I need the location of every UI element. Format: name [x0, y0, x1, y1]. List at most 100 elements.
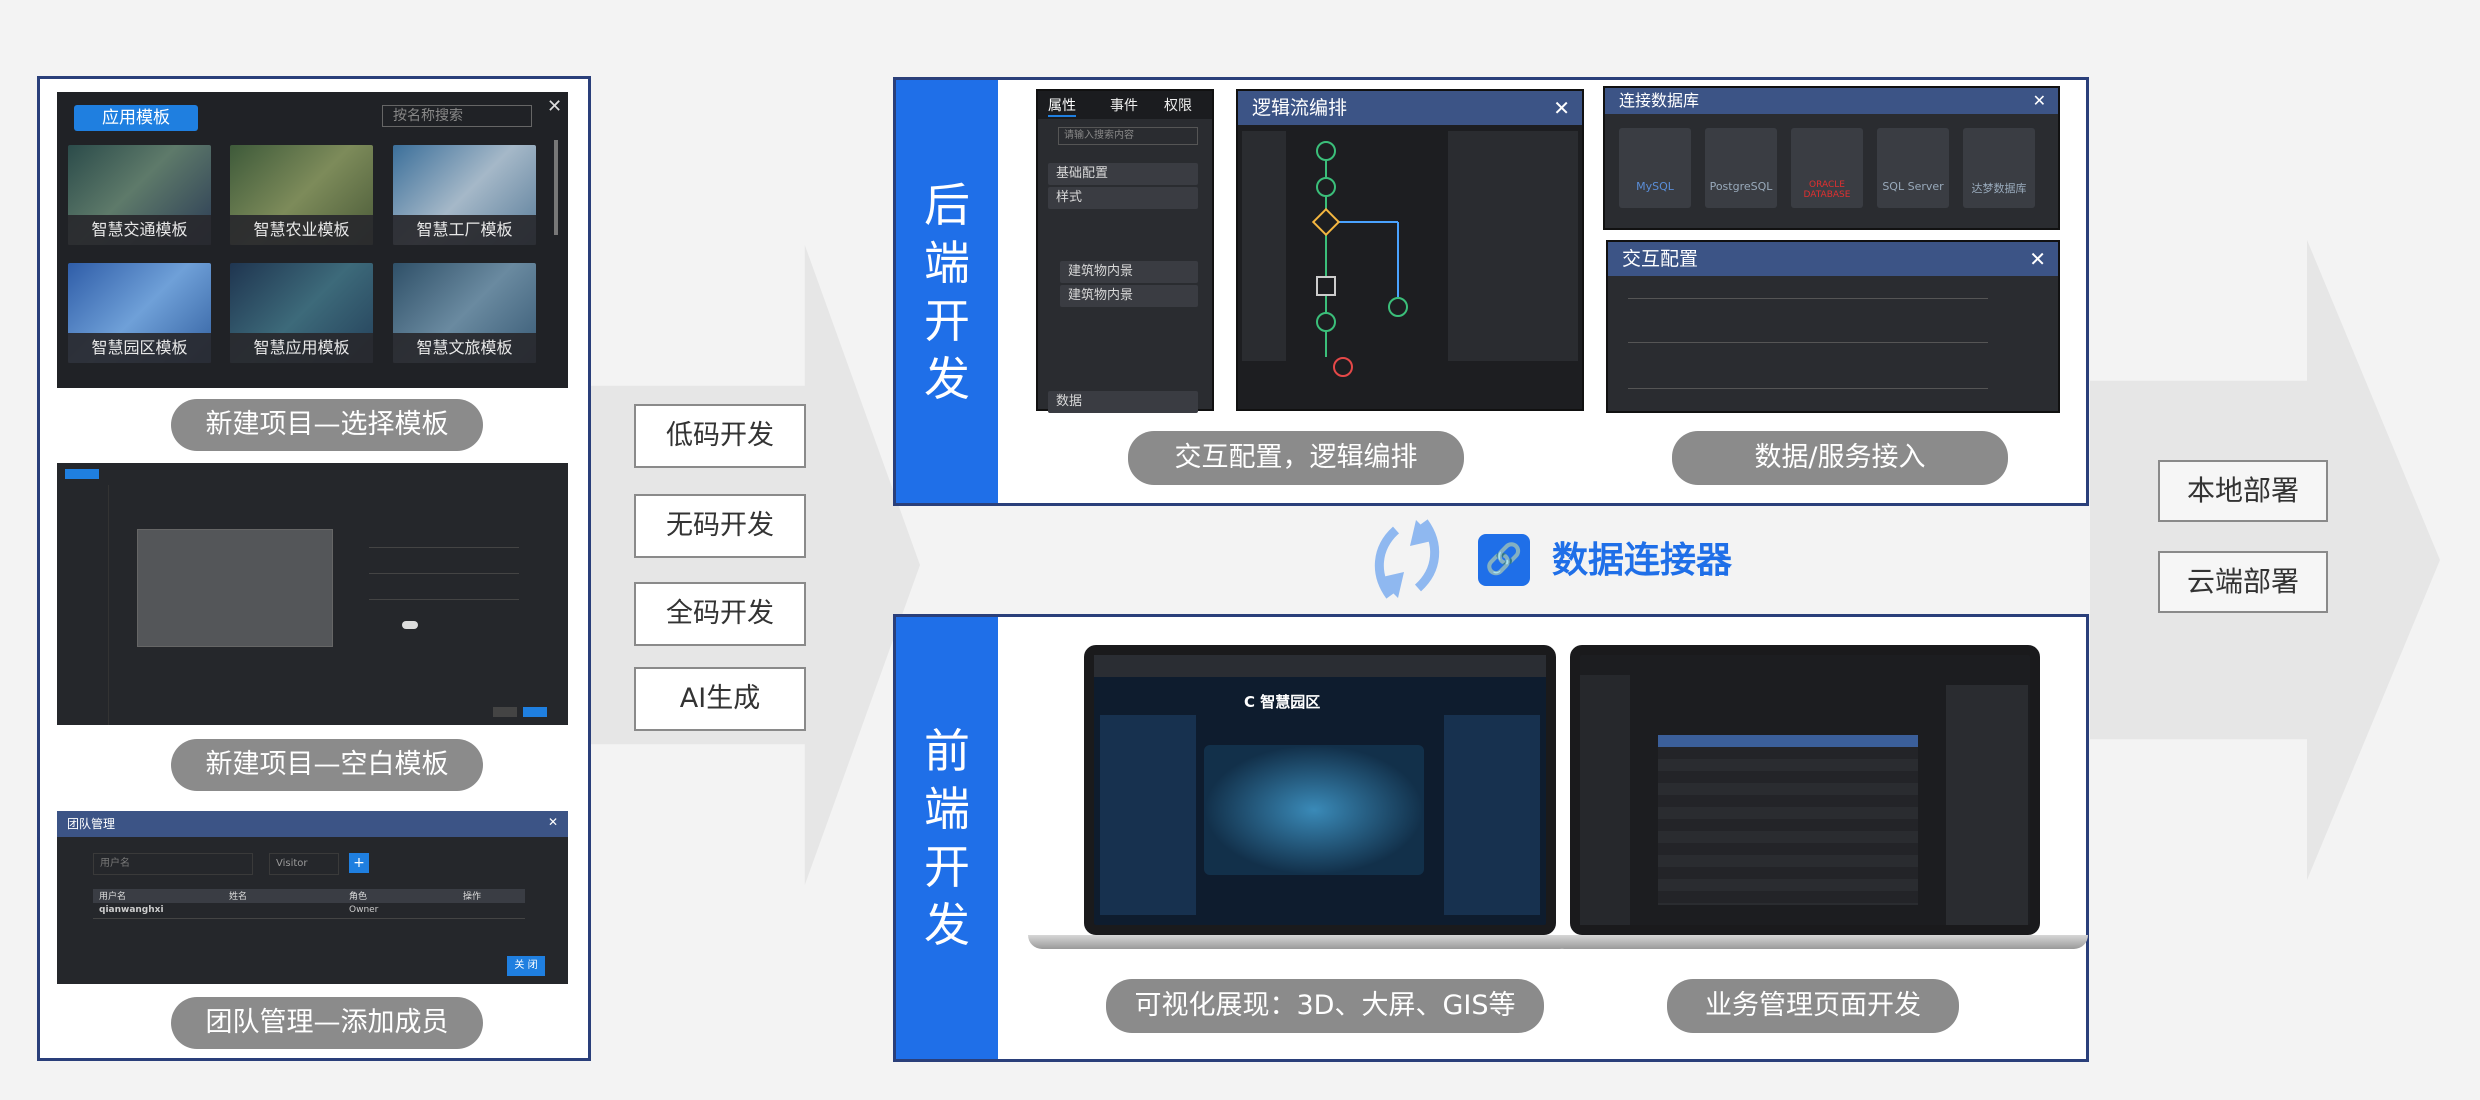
props-item[interactable]: 建筑物内景 [1060, 261, 1198, 283]
interaction-header: 交互配置 ✕ [1608, 242, 2058, 276]
mgmt-sidebar [1580, 675, 1630, 925]
team-dialog-header: 团队管理 ✕ [57, 811, 568, 837]
caption-management: 业务管理页面开发 [1667, 979, 1959, 1033]
blank-form-line [369, 573, 519, 574]
left-panel: 应用模板 按名称搜索 ✕ 智慧交通模板 智慧农业模板 智慧工厂模板 智慧园区模板… [37, 76, 591, 1061]
mgmt-props-panel [1946, 685, 2028, 925]
campus-3d-scene [1204, 745, 1424, 875]
laptop-base [1550, 935, 2088, 949]
caption-data-service: 数据/服务接入 [1672, 431, 2008, 485]
close-icon[interactable]: ✕ [2029, 247, 2046, 271]
caption-team: 团队管理—添加成员 [171, 997, 483, 1049]
frontend-section: 前 端 开 发 C 智慧园区 可视化展现：3D、大屏、GIS等 业务管理页面开发 [893, 614, 2089, 1062]
database-header: 连接数据库 ✕ [1605, 88, 2058, 114]
deploy-local: 本地部署 [2158, 460, 2328, 522]
postgresql-icon[interactable]: PostgreSQL [1705, 128, 1777, 208]
blank-template-dialog [57, 463, 568, 725]
node-list [1242, 131, 1286, 361]
team-close-button[interactable]: 关 闭 [507, 956, 545, 976]
template-tile[interactable]: 智慧农业模板 [230, 145, 373, 245]
logic-flow-panel: 逻辑流编排 ✕ [1236, 89, 1584, 411]
close-icon[interactable]: ✕ [2032, 91, 2046, 110]
blank-confirm-button[interactable] [523, 707, 547, 717]
laptop-base [1028, 935, 1574, 949]
column-header: 姓名 [229, 892, 248, 902]
mgmt-selected-row[interactable] [1658, 735, 1918, 747]
sqlserver-icon[interactable]: SQL Server [1877, 128, 1949, 208]
tab-props[interactable]: 属性 [1048, 95, 1076, 117]
interaction-panel: 交互配置 ✕ [1606, 240, 2060, 413]
laptop-visualization: C 智慧园区 [1084, 645, 1556, 935]
backend-label: 后 端 开 发 [896, 80, 998, 503]
column-header: 用户名 [99, 892, 127, 902]
template-tile[interactable]: 智慧园区模板 [68, 263, 211, 363]
sync-arrows-icon [1374, 519, 1440, 599]
laptop-management [1570, 645, 2040, 935]
scrollbar[interactable] [554, 140, 558, 235]
database-title: 连接数据库 [1619, 91, 1700, 110]
template-dialog: 应用模板 按名称搜索 ✕ 智慧交通模板 智慧农业模板 智慧工厂模板 智慧园区模板… [57, 92, 568, 388]
close-icon[interactable]: ✕ [547, 815, 558, 829]
template-tile[interactable]: 智慧工厂模板 [393, 145, 536, 245]
logic-props-panel [1448, 131, 1578, 361]
data-connector-label: 数据连接器 [1552, 540, 1733, 581]
mode-nocode: 无码开发 [634, 494, 806, 558]
props-item[interactable]: 建筑物内景 [1060, 285, 1198, 307]
cell-role: Owner [349, 905, 379, 915]
frontend-label: 前 端 开 发 [896, 617, 998, 1059]
props-search-input[interactable]: 请输入搜索内容 [1058, 127, 1198, 145]
deploy-cloud: 云端部署 [2158, 551, 2328, 613]
props-panel: 属性 事件 权限 请输入搜索内容 基础配置 样式 建筑物内景 建筑物内景 数据 [1036, 89, 1214, 413]
tab-events[interactable]: 事件 [1110, 98, 1138, 114]
caption-select-template: 新建项目—选择模板 [171, 399, 483, 451]
caption-visualization: 可视化展现：3D、大屏、GIS等 [1106, 979, 1544, 1033]
user-name-input[interactable]: 用户名 [93, 853, 253, 875]
browser-bar [1094, 655, 1546, 677]
template-tile[interactable]: 智慧交通模板 [68, 145, 211, 245]
blank-dialog-tab[interactable] [65, 469, 99, 479]
table-row[interactable]: qianwanghxi Owner [93, 905, 525, 919]
team-dialog-title: 团队管理 [67, 817, 116, 831]
role-select[interactable]: Visitor [269, 853, 339, 875]
backend-section: 后 端 开 发 属性 事件 权限 请输入搜索内容 基础配置 样式 建筑物内景 建… [893, 77, 2089, 506]
template-search-input[interactable]: 按名称搜索 [382, 105, 532, 127]
tab-permissions[interactable]: 权限 [1164, 98, 1192, 114]
props-item[interactable]: 数据 [1048, 391, 1198, 413]
close-icon[interactable]: ✕ [1553, 96, 1570, 120]
template-title-button[interactable]: 应用模板 [74, 105, 198, 131]
mgmt-table [1658, 735, 1918, 905]
link-icon: 🔗 [1478, 534, 1530, 586]
interaction-title: 交互配置 [1622, 248, 1699, 270]
mode-lowcode: 低码开发 [634, 404, 806, 468]
add-member-button[interactable]: + [349, 853, 369, 873]
blank-preview [137, 529, 333, 647]
column-header: 操作 [463, 892, 482, 902]
props-tabs: 属性 事件 权限 [1038, 91, 1212, 119]
blank-cancel-button[interactable] [493, 707, 517, 717]
caption-interaction-logic: 交互配置，逻辑编排 [1128, 431, 1464, 485]
left-flow-arrow [560, 245, 920, 885]
props-item[interactable]: 基础配置 [1048, 163, 1198, 185]
dameng-icon[interactable]: 达梦数据库 [1963, 128, 2035, 208]
logic-flow-graph [1311, 141, 1408, 377]
right-dashboard-column [1444, 715, 1540, 915]
template-tile[interactable]: 智慧文旅模板 [393, 263, 536, 363]
mode-fullcode: 全码开发 [634, 582, 806, 646]
interaction-row[interactable] [1628, 298, 1988, 299]
template-tile[interactable]: 智慧应用模板 [230, 263, 373, 363]
blank-form-line [369, 547, 519, 548]
interaction-row[interactable] [1628, 388, 1988, 389]
interaction-row[interactable] [1628, 342, 1988, 343]
oracle-icon[interactable]: ORACLE DATABASE [1791, 128, 1863, 208]
mode-ai: AI生成 [634, 667, 806, 731]
toggle-switch[interactable] [402, 621, 418, 629]
screen-title: C 智慧园区 [1244, 693, 1321, 711]
blank-form-line [369, 599, 519, 600]
close-icon[interactable]: ✕ [547, 96, 563, 117]
props-item[interactable]: 样式 [1048, 187, 1198, 209]
blank-dialog-sidebar [57, 485, 109, 725]
column-header: 角色 [349, 892, 368, 902]
cell-username: qianwanghxi [99, 905, 164, 915]
mysql-icon[interactable]: MySQL [1619, 128, 1691, 208]
team-dialog: 团队管理 ✕ 用户名 Visitor + 用户名 姓名 角色 操作 qianwa… [57, 811, 568, 984]
